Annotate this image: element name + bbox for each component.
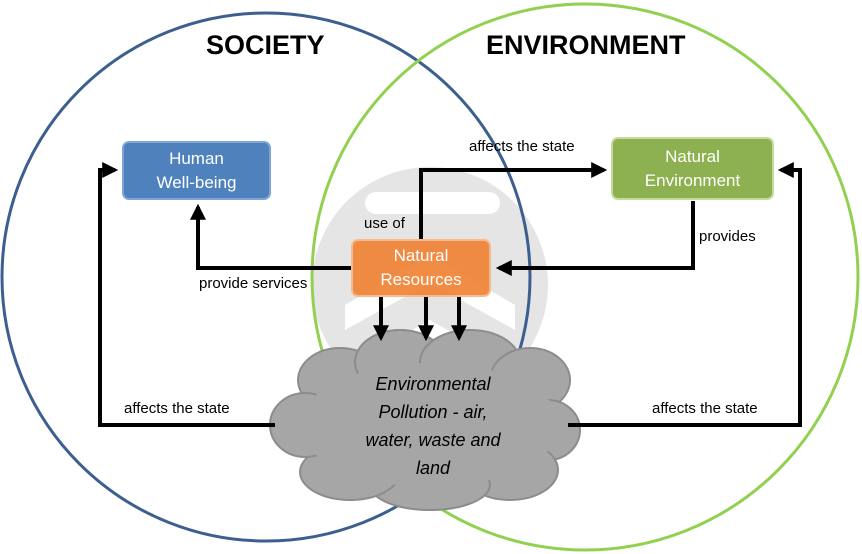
human-wellbeing-line-2: Well-being (156, 172, 237, 192)
natural-environment-line-1: Natural (665, 146, 720, 166)
arrow-affects-left (98, 162, 275, 427)
society-circle (0, 11, 532, 543)
human-wellbeing-line-1: Human (169, 148, 224, 168)
arrow-affects-right (568, 162, 802, 427)
environment-title: ENVIRONMENT (486, 30, 686, 60)
label-provides: provides (699, 228, 756, 245)
pollution-cloud-text: Environmental Pollution - air, water, wa… (318, 370, 548, 482)
pollution-cloud-fill (300, 363, 560, 487)
cloud-line-2: Pollution - air, (378, 402, 488, 422)
human-wellbeing-box: Human Well-being (122, 141, 271, 200)
cloud-line-1: Environmental (375, 374, 491, 394)
arrows (98, 162, 802, 427)
natural-environment-line-2: Environment (644, 170, 741, 190)
environment-circle (310, 2, 860, 552)
natural-resources-line-1: Natural (393, 246, 449, 265)
label-provide-services: provide services (199, 275, 308, 292)
arrow-provides (495, 201, 695, 276)
label-affects-state-right: affects the state (652, 400, 758, 417)
label-affects-state-left: affects the state (124, 400, 230, 417)
arrow-use-of (419, 162, 608, 239)
label-affects-state-top: affects the state (469, 138, 575, 155)
natural-resources-line-2: Resources (380, 270, 462, 289)
label-use-of: use of (364, 215, 405, 232)
natural-resources-box: Natural Resources (351, 239, 491, 297)
arrow-provide-services (190, 203, 351, 270)
cloud-line-3: water, waste and (365, 430, 501, 450)
cloud-line-4: land (415, 458, 451, 478)
natural-environment-box: Natural Environment (611, 137, 774, 200)
society-title: SOCIETY (206, 30, 325, 60)
